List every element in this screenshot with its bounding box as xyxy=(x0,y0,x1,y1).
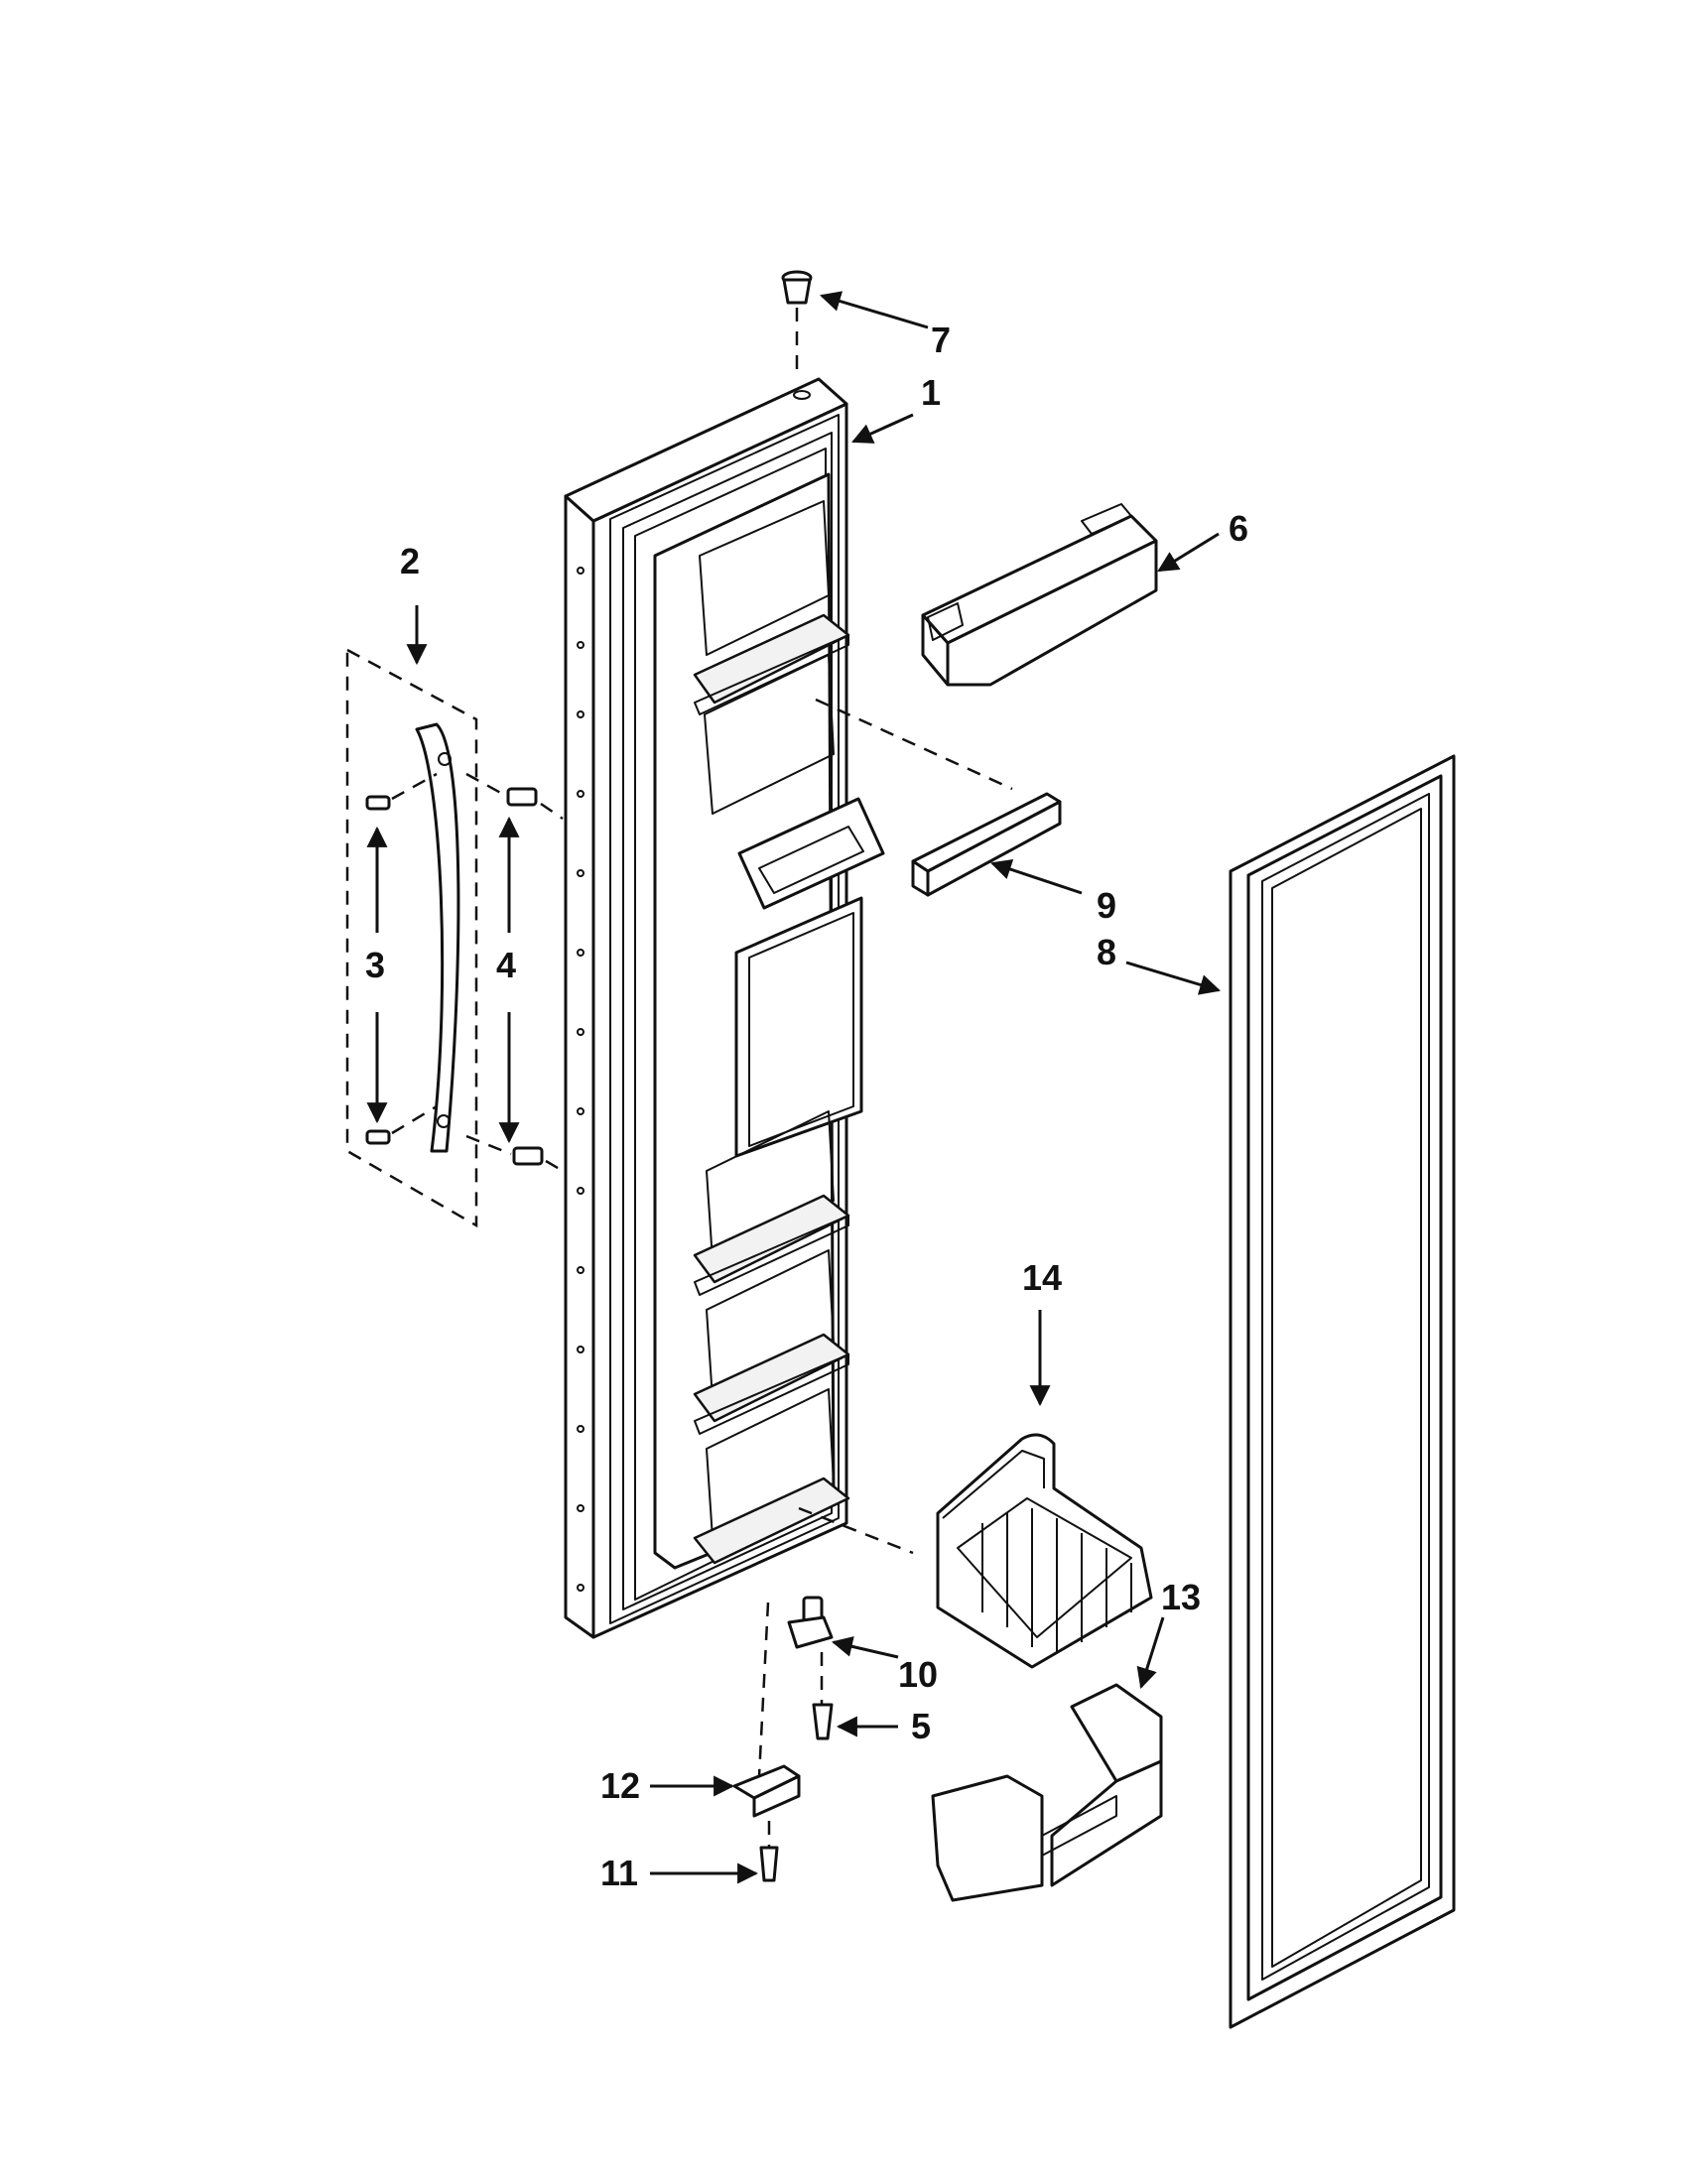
callout-4: 4 xyxy=(496,945,516,985)
door-assembly xyxy=(564,377,1013,1639)
lower-door-bin-part xyxy=(931,1616,1165,1902)
callout-10: 10 xyxy=(898,1654,938,1695)
callout-12: 12 xyxy=(600,1765,640,1806)
callout-9: 9 xyxy=(1097,885,1116,926)
callout-3: 3 xyxy=(365,945,385,985)
door-gasket-part xyxy=(1229,754,1456,2029)
callout-labels: 1 2 3 4 5 6 7 8 9 10 11 12 13 14 xyxy=(365,320,1248,1893)
callout-14: 14 xyxy=(1022,1257,1062,1298)
callout-11: 11 xyxy=(600,1853,638,1893)
callout-2: 2 xyxy=(400,541,420,581)
callout-5: 5 xyxy=(911,1706,931,1746)
handle-assembly-group xyxy=(345,605,564,1228)
callout-8: 8 xyxy=(1097,932,1116,972)
callout-13: 13 xyxy=(1161,1577,1201,1617)
callout-6: 6 xyxy=(1229,508,1248,549)
hinge-hardware-group xyxy=(732,1596,834,1882)
door-edge-holes xyxy=(577,567,584,1592)
trim-strip-part xyxy=(911,792,1062,897)
door-bin-part xyxy=(921,503,1158,687)
callout-7: 7 xyxy=(931,320,951,360)
callout-leaders xyxy=(650,291,1222,1884)
wire-basket-part xyxy=(936,1310,1153,1669)
callout-1: 1 xyxy=(921,372,941,413)
top-plug-part xyxy=(781,270,813,372)
